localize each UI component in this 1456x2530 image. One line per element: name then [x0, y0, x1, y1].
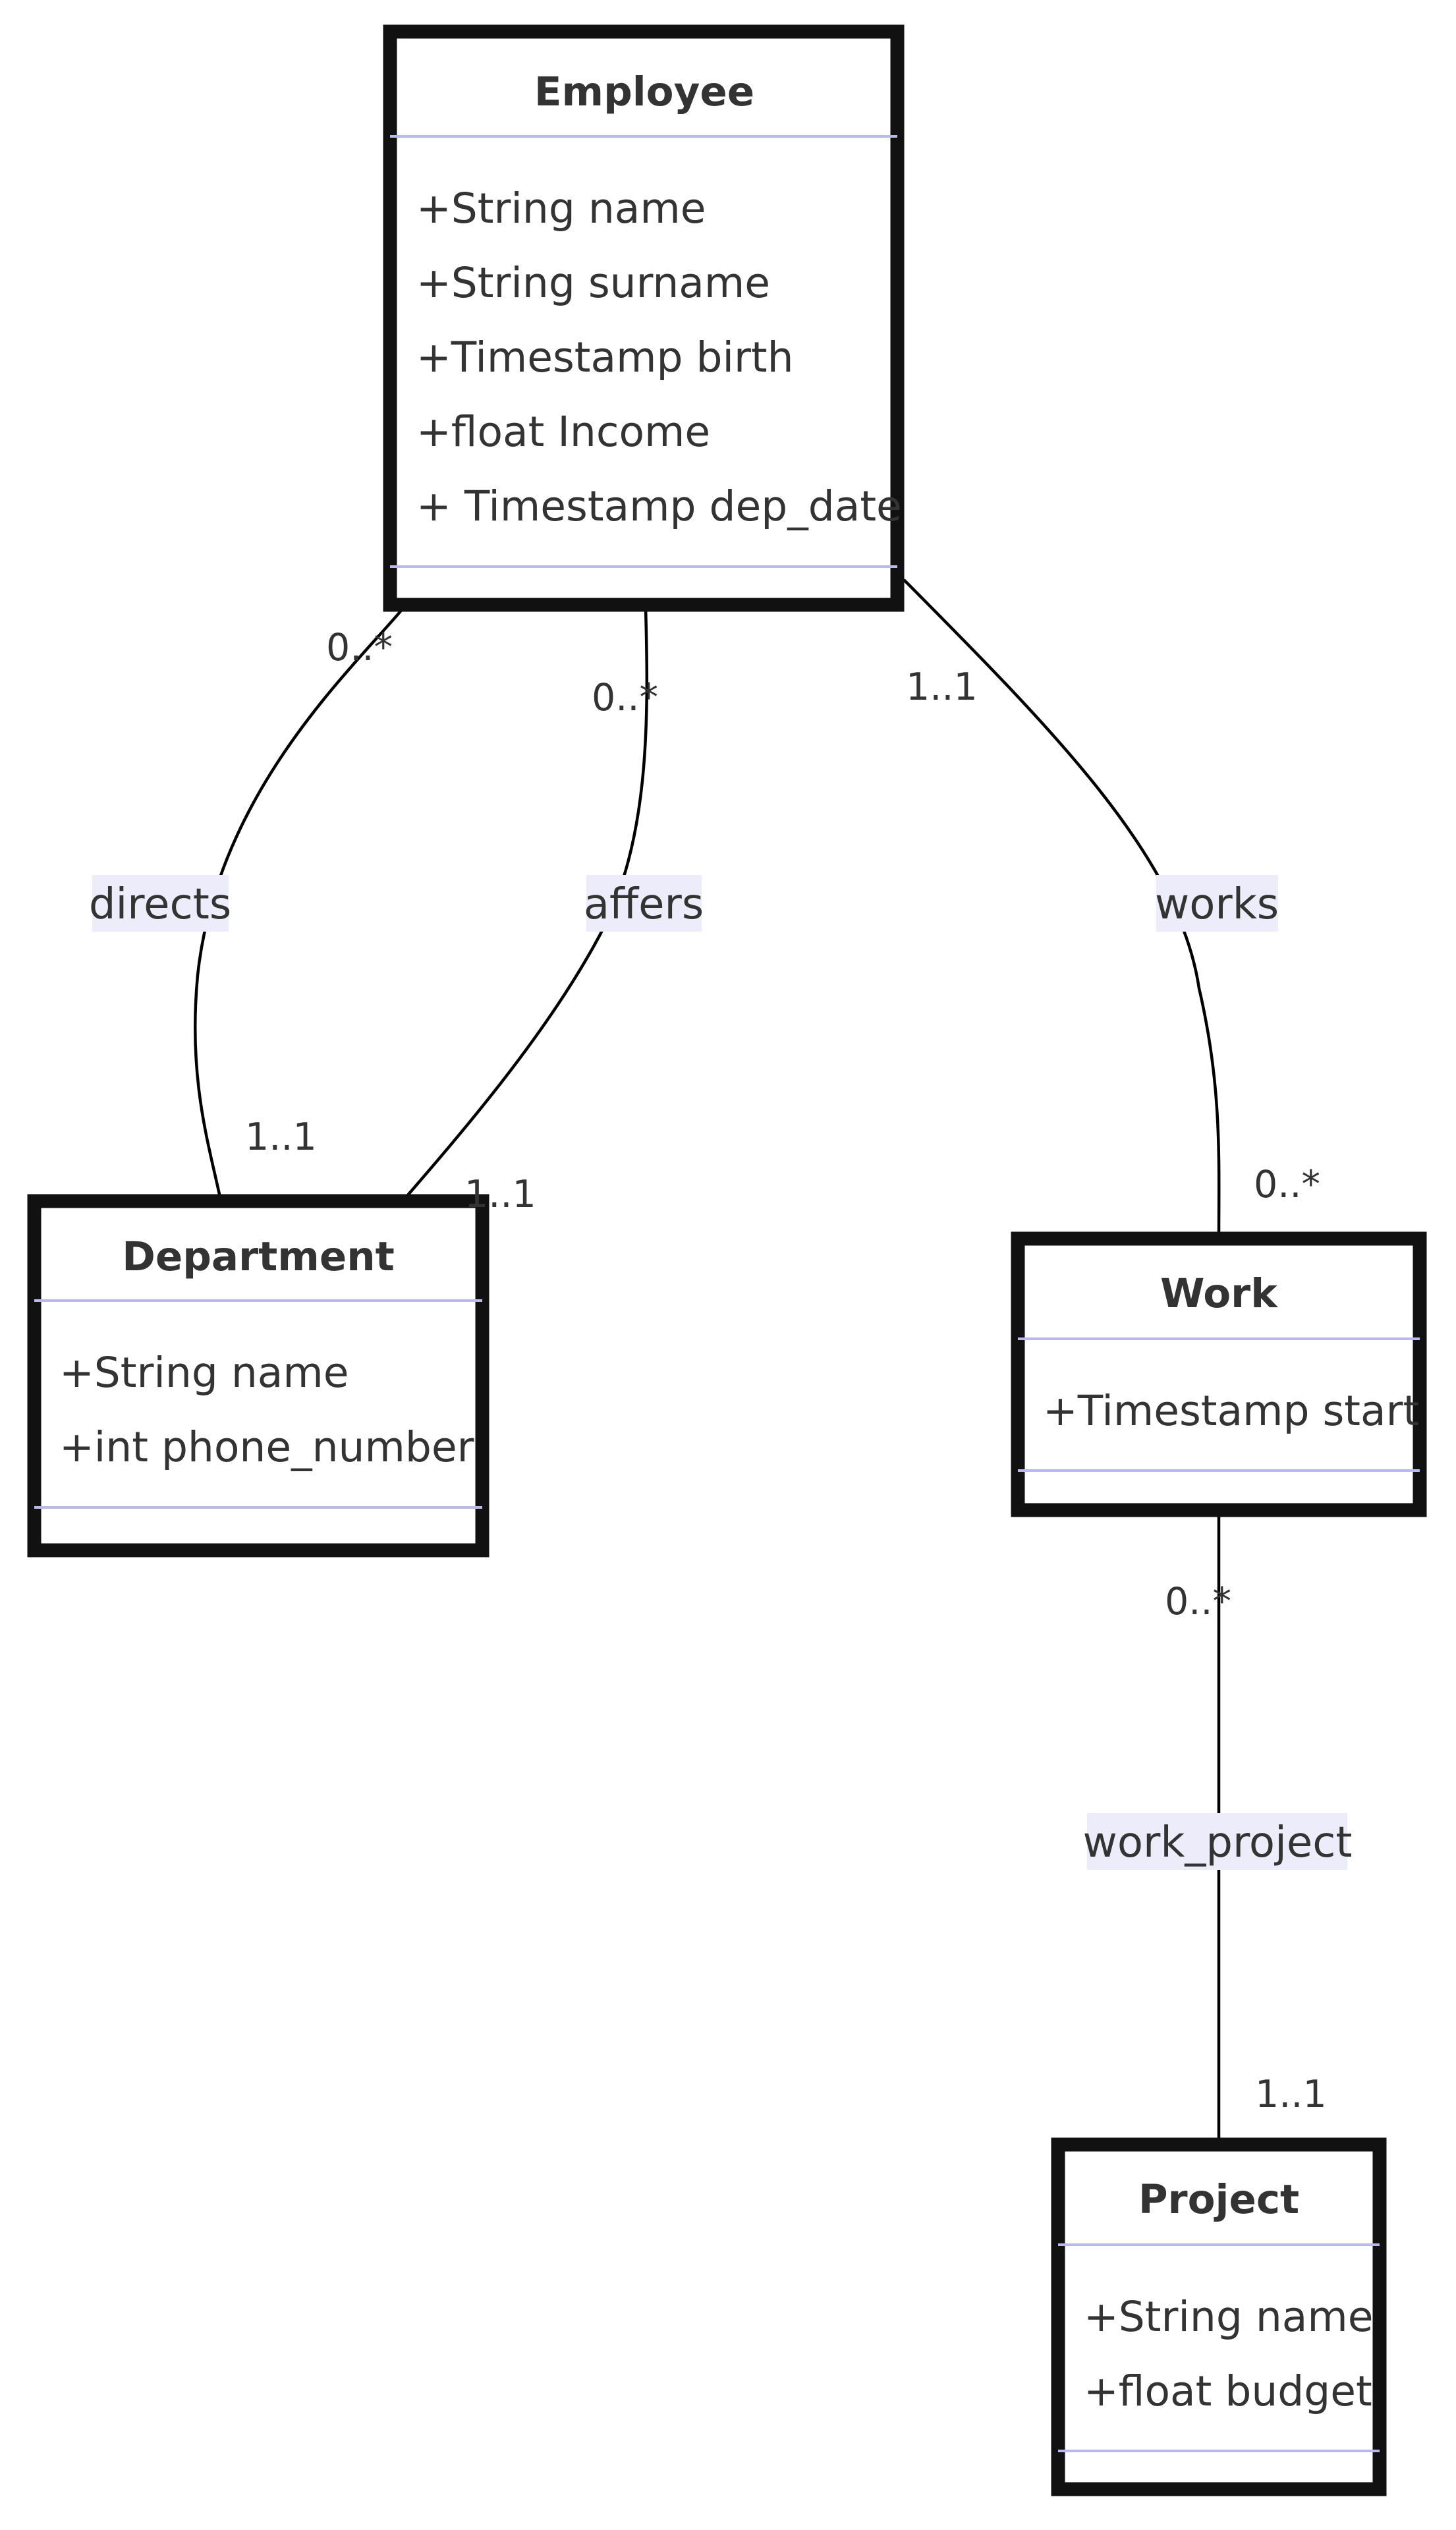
class-attribute: +String name	[59, 1349, 349, 1397]
class-title-department: Department	[122, 1233, 395, 1280]
edge-works	[903, 578, 1221, 1239]
relation-label: works	[1155, 880, 1279, 929]
cardinality-work-project-project: 1..1	[1255, 2073, 1327, 2116]
cardinality-directs-employee: 0..*	[326, 626, 393, 669]
class-work[interactable]: Work +Timestamp start	[1011, 1231, 1427, 1517]
relation-label-bg	[92, 875, 229, 932]
class-title-project: Project	[1138, 2176, 1299, 2223]
class-attribute: +String name	[1084, 2293, 1374, 2341]
relation-label-bg	[1156, 875, 1278, 932]
relation-label: affers	[584, 880, 704, 929]
class-employee[interactable]: Employee +String name +String surname +T…	[383, 24, 905, 612]
relation-label-work-project[interactable]: work_project	[1083, 1813, 1353, 1870]
class-attribute: +String surname	[416, 259, 770, 307]
cardinality-works-work: 0..*	[1254, 1163, 1320, 1206]
class-project[interactable]: Project +String name +float budget	[1051, 2137, 1387, 2496]
class-attribute: + Timestamp dep_date	[416, 482, 902, 530]
class-attribute: +float Income	[416, 408, 710, 456]
class-attribute: +Timestamp start	[1043, 1387, 1419, 1435]
class-title-work: Work	[1160, 1270, 1278, 1317]
cardinality-work-project-work: 0..*	[1165, 1580, 1231, 1623]
relation-label: work_project	[1083, 1818, 1353, 1867]
edge-affers	[402, 607, 649, 1202]
relation-label-directs[interactable]: directs	[89, 875, 231, 932]
class-box-project	[1051, 2137, 1387, 2496]
class-attribute: +float budget	[1084, 2367, 1372, 2415]
cardinality-works-employee: 1..1	[906, 665, 978, 709]
relation-label-bg	[1087, 1813, 1347, 1870]
class-box-employee	[383, 24, 905, 612]
relation-label-affers[interactable]: affers	[584, 875, 704, 932]
class-box-department	[27, 1194, 490, 1558]
class-title-employee: Employee	[534, 69, 754, 115]
class-attribute: +String name	[416, 184, 706, 233]
cardinality-affers-employee: 0..*	[592, 676, 658, 719]
class-department[interactable]: Department +String name +int phone_numbe…	[27, 1194, 490, 1558]
class-box-work	[1011, 1231, 1427, 1517]
cardinality-affers-department: 1..1	[464, 1173, 536, 1216]
cardinality-directs-department: 1..1	[245, 1115, 317, 1159]
relation-label: directs	[89, 880, 231, 929]
relation-label-bg	[586, 875, 702, 932]
class-attribute: +Timestamp birth	[416, 333, 794, 381]
relation-label-works[interactable]: works	[1155, 875, 1279, 932]
class-attribute: +int phone_number	[59, 1423, 474, 1471]
